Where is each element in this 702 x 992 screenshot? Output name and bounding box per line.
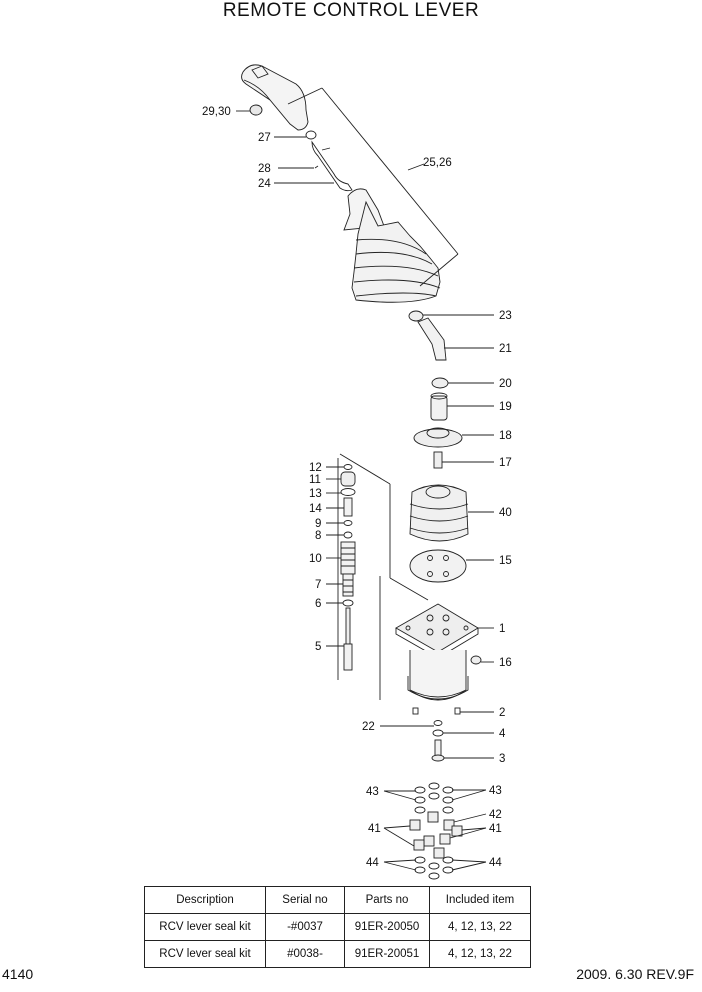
- callout-43-left: 43: [366, 786, 379, 798]
- callout-40: 40: [499, 507, 512, 519]
- callout-5: 5: [315, 641, 321, 653]
- callout-12: 12: [309, 462, 322, 474]
- callout-14: 14: [309, 503, 322, 515]
- valve-casing: [339, 453, 494, 701]
- hex-nut: [431, 377, 494, 389]
- table-cell: RCV lever seal kit: [144, 913, 266, 941]
- revision-date: 2009. 6.30 REV.9F: [576, 966, 694, 982]
- callout-3: 3: [499, 753, 505, 765]
- callout-17: 17: [499, 457, 512, 469]
- cover-plate: [409, 549, 494, 583]
- callout-24: 24: [258, 178, 271, 190]
- table-cell: RCV lever seal kit: [144, 940, 266, 968]
- callout-11: 11: [309, 474, 321, 486]
- table-header-row: Description Serial no Parts no Included …: [144, 886, 531, 914]
- callout-41-right: 41: [489, 823, 502, 835]
- callout-43-right: 43: [489, 785, 502, 797]
- callout-4: 4: [499, 728, 506, 740]
- screws: [412, 707, 494, 715]
- table-cell: 4, 12, 13, 22: [429, 940, 531, 968]
- port-fittings: [383, 782, 487, 880]
- table-cell: 91ER-20050: [344, 913, 430, 941]
- callout-13: 13: [309, 488, 322, 500]
- column-header: Parts no: [344, 886, 430, 914]
- disc-plate: [413, 427, 494, 448]
- callout-44-left: 44: [366, 857, 379, 869]
- callout-10: 10: [309, 553, 322, 565]
- callout-16: 16: [499, 657, 512, 669]
- coupling: [430, 392, 494, 421]
- spool-assembly: [326, 458, 356, 680]
- callout-29-30: 29,30: [202, 106, 231, 118]
- seal-kit-table: Description Serial no Parts no Included …: [144, 886, 531, 968]
- callout-44-right: 44: [489, 857, 502, 869]
- table-row: RCV lever seal kit -#0037 91ER-20050 4, …: [144, 913, 531, 941]
- lever-tube: [274, 140, 353, 192]
- table-cell: #0038-: [265, 940, 345, 968]
- page-title: REMOTE CONTROL LEVER: [222, 0, 480, 21]
- table-cell: 91ER-20051: [344, 940, 430, 968]
- callout-28: 28: [258, 163, 271, 175]
- column-header: Included item: [429, 886, 531, 914]
- callout-1: 1: [499, 623, 505, 635]
- bottom-parts: [380, 720, 494, 762]
- callout-15: 15: [499, 555, 512, 567]
- callout-42: 42: [489, 809, 502, 821]
- callout-41-left: 41: [368, 823, 381, 835]
- page-number: 4140: [2, 966, 34, 982]
- callout-2: 2: [499, 707, 505, 719]
- lever-grip: [241, 64, 309, 131]
- callout-19: 19: [499, 401, 512, 413]
- callout-9: 9: [315, 518, 321, 530]
- switch-button: [236, 104, 263, 116]
- callout-8: 8: [315, 530, 321, 542]
- callout-22: 22: [362, 721, 375, 733]
- plug-part: [274, 130, 317, 140]
- table-cell: 4, 12, 13, 22: [429, 913, 531, 941]
- table-row: RCV lever seal kit #0038- 91ER-20051 4, …: [144, 940, 531, 968]
- callout-6: 6: [315, 598, 321, 610]
- callout-21: 21: [499, 343, 512, 355]
- rubber-boot: [287, 87, 459, 303]
- column-header: Serial no: [265, 886, 345, 914]
- lever-rod: [408, 310, 494, 361]
- callout-27: 27: [258, 132, 271, 144]
- universal-joint: [433, 451, 494, 469]
- callout-20: 20: [499, 378, 512, 390]
- column-header: Description: [144, 886, 266, 914]
- callout-7: 7: [315, 579, 321, 591]
- table-cell: -#0037: [265, 913, 345, 941]
- callout-25-26: 25,26: [423, 157, 452, 169]
- callout-18: 18: [499, 430, 512, 442]
- callout-23: 23: [499, 310, 512, 322]
- bellows-40: [409, 484, 494, 542]
